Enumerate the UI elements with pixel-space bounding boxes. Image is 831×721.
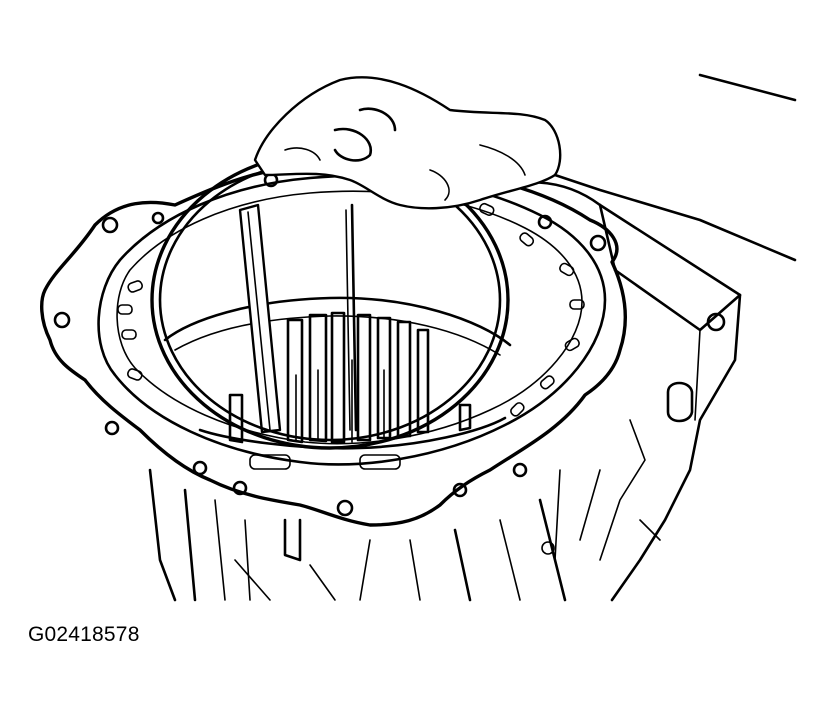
- figure-code-label: G02418578: [28, 623, 140, 646]
- bolt-hole: [103, 218, 117, 232]
- inner-bore: [165, 298, 510, 448]
- bolt-hole: [194, 462, 206, 474]
- bolt-hole: [514, 464, 526, 476]
- bolt-hole: [539, 216, 551, 228]
- tool-rod: [240, 205, 356, 432]
- bolt-hole: [106, 422, 118, 434]
- bolt-hole: [454, 484, 466, 496]
- bolt-hole: [153, 213, 163, 223]
- bolt-hole: [591, 236, 605, 250]
- bolt-hole: [338, 501, 352, 515]
- bolt-hole: [234, 482, 246, 494]
- case-left-housing: [150, 470, 565, 600]
- bolt-hole: [55, 313, 69, 327]
- outer-flange: [42, 163, 626, 525]
- transmission-case-line-drawing: [0, 0, 831, 610]
- hand: [255, 75, 795, 260]
